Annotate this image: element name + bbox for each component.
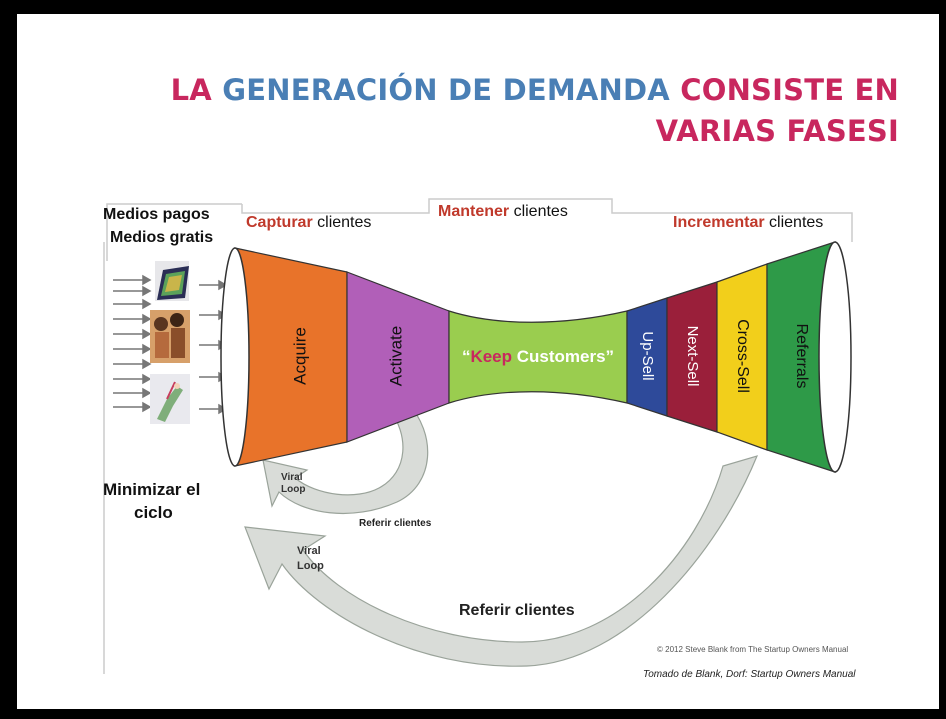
refer-big-label: Referir clientes	[459, 602, 575, 619]
refer-small-label: Referir clientes	[359, 518, 432, 529]
upsell-label: Up-Sell	[639, 331, 656, 380]
viral-loop-small-label-2: Loop	[281, 484, 305, 495]
crosssell-label: Cross-Sell	[734, 319, 751, 393]
viral-loop-large-label-1: Viral	[297, 545, 321, 557]
top-bracket	[241, 198, 853, 242]
grow-header: Incrementar clientes	[673, 214, 823, 232]
tablet-image	[155, 261, 189, 301]
people-photo	[150, 310, 190, 363]
referrals-label: Referrals	[793, 324, 810, 389]
title-part3: CONSISTE EN	[680, 73, 899, 107]
keep-highlight: Mantener	[438, 203, 510, 220]
keep-rest: clientes	[509, 203, 568, 220]
slide-title: LA GENERACIÓN DE DEMANDA CONSISTE EN VAR…	[171, 70, 899, 152]
left-funnel-rim	[220, 247, 250, 467]
title-part1: LA	[170, 73, 212, 107]
right-funnel-rim	[818, 241, 852, 473]
copyright-label: © 2012 Steve Blank from The Startup Owne…	[657, 645, 849, 654]
title-part2: GENERACIÓN DE DEMANDA	[222, 73, 670, 107]
grow-rest: clientes	[764, 214, 824, 231]
viral-loop-large-label-2: Loop	[297, 560, 324, 572]
hand-photo	[150, 374, 190, 424]
activate-label: Activate	[386, 326, 405, 386]
keep-customers-word: Customers”	[512, 347, 614, 366]
acquire-label: Acquire	[290, 327, 309, 385]
minimize-label-2: ciclo	[134, 503, 173, 522]
keep-word: Keep	[470, 347, 512, 366]
funnel-diagram: Acquire Activate Up-Sell Next-Sell Cross…	[103, 198, 853, 674]
left-bracket	[106, 203, 242, 261]
source-label: Tomado de Blank, Dorf: Startup Owners Ma…	[643, 669, 856, 680]
slide: LA GENERACIÓN DE DEMANDA CONSISTE EN VAR…	[14, 14, 939, 709]
viral-loop-small-label-1: Viral	[281, 472, 303, 483]
media-paid-label: Medios pagos	[103, 206, 210, 223]
grow-highlight: Incrementar	[673, 214, 765, 231]
keep-customers-label: “Keep Customers”	[462, 347, 614, 366]
keep-header: Mantener clientes	[438, 203, 568, 221]
minimize-label: Minimizar el	[103, 480, 201, 499]
capture-highlight: Capturar	[246, 214, 313, 231]
media-free-label: Medios gratis	[110, 229, 214, 246]
nextsell-label: Next-Sell	[684, 326, 701, 387]
viral-loop-large-arrow	[244, 455, 759, 667]
keep-open-quote: “	[462, 347, 471, 366]
title-line2: VARIAS FASESI	[655, 114, 899, 148]
viral-loop-small-arrow	[262, 401, 429, 515]
capture-header: Capturar clientes	[246, 214, 371, 232]
capture-rest: clientes	[312, 214, 372, 231]
